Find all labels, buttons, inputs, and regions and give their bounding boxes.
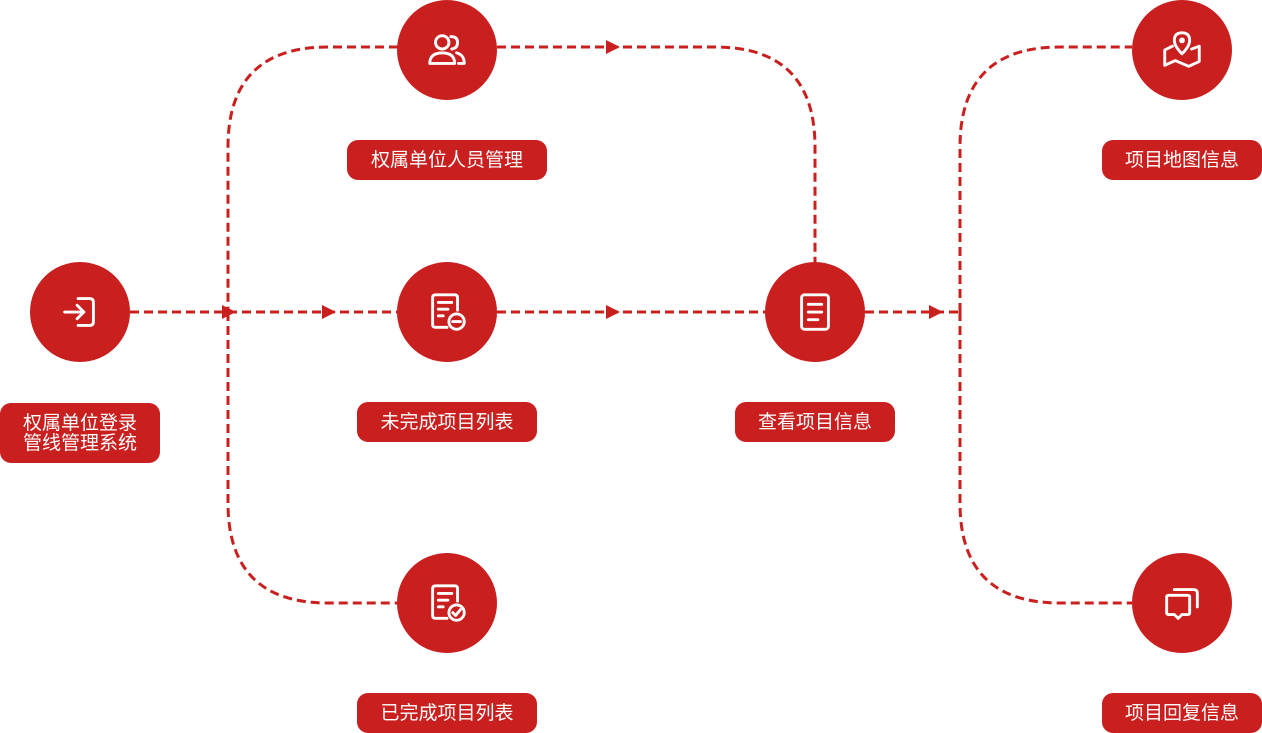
login-label-line2: 管线管理系统 <box>22 432 137 454</box>
view-info-node <box>765 262 865 362</box>
login-label: 权属单位登录 管线管理系统 <box>0 403 160 463</box>
finished-node <box>397 553 497 653</box>
right-branch-top-connector <box>958 45 1132 312</box>
left-branch-top-connector <box>226 45 398 312</box>
document-minus-icon <box>431 293 466 331</box>
map-info-node <box>1132 0 1232 100</box>
reply-info-label: 项目回复信息 <box>1102 693 1262 733</box>
login-node <box>30 262 130 362</box>
unfinished-label: 未完成项目列表 <box>357 402 537 442</box>
map-pin-icon <box>1163 31 1201 68</box>
personnel-node <box>397 0 497 100</box>
personnel-to-view-connector <box>497 45 817 262</box>
document-check-icon <box>431 584 466 622</box>
login-icon <box>63 297 95 327</box>
unfinished-node <box>397 262 497 362</box>
personnel-label: 权属单位人员管理 <box>347 140 547 180</box>
arrowhead <box>606 305 620 319</box>
view-info-label: 查看项目信息 <box>735 402 895 442</box>
login-label-line1: 权属单位登录 <box>22 412 137 434</box>
arrowhead <box>606 40 620 54</box>
document-icon <box>800 293 830 331</box>
users-icon <box>428 34 466 65</box>
map-info-label: 项目地图信息 <box>1102 140 1262 180</box>
left-branch-bottom-connector <box>226 312 398 605</box>
chat-bubbles-icon <box>1165 588 1199 620</box>
arrowhead <box>322 305 336 319</box>
finished-label: 已完成项目列表 <box>357 693 537 733</box>
arrowhead <box>929 305 943 319</box>
reply-info-node <box>1132 553 1232 653</box>
arrowhead <box>222 305 236 319</box>
right-branch-bottom-connector <box>958 312 1132 605</box>
